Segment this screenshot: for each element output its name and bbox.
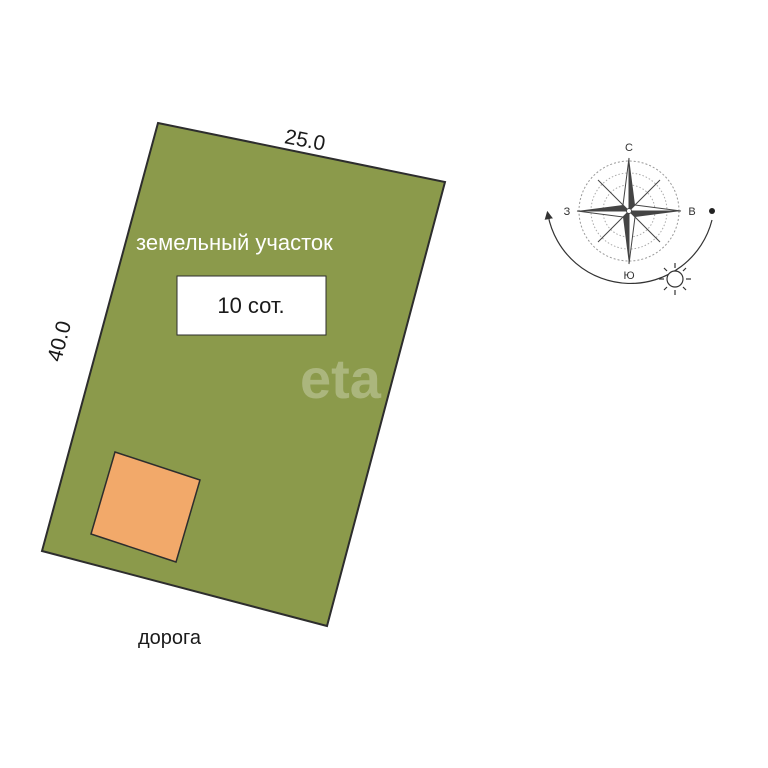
land-plot [40,121,447,628]
compass-west: З [564,206,571,218]
left-side-length: 40.0 [43,319,76,364]
sun-icon [659,263,691,295]
compass-east: В [688,206,695,218]
area-box [176,275,327,336]
sun-path-arrow-icon [544,210,713,285]
area-value: 10 сот. [217,293,284,318]
compass-north: С [625,142,633,154]
plot-label: земельный участок [136,230,333,255]
compass-rose-icon [576,157,682,265]
building-square [90,451,201,563]
road-label: дорога [138,627,202,649]
sunrise-dot [709,208,715,214]
compass-south: Ю [623,270,634,282]
watermark: eta [300,347,382,410]
